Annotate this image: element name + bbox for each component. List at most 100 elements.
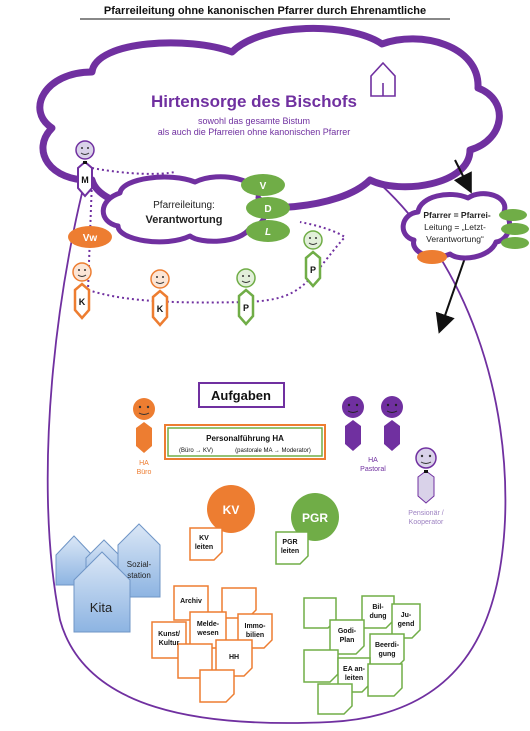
- side-oval-orange: [417, 250, 447, 264]
- beerd-label-1: Beerdi-: [375, 642, 400, 649]
- personnel-box-inner: [167, 427, 323, 457]
- pensionaer-label-1: Pensionär /: [408, 510, 443, 517]
- church-icon: [370, 61, 396, 97]
- godi-label-2: Plan: [340, 637, 355, 644]
- figure-ha-pastoral-2: [381, 396, 403, 451]
- smiley-icon: [303, 230, 323, 250]
- immo-label-2: bilien: [246, 632, 264, 639]
- smiley-icon: [415, 447, 437, 469]
- jugend-label-2: gend: [398, 621, 415, 628]
- pensionaer-label-2: Kooperator: [409, 519, 444, 526]
- figure-m: M: [75, 140, 95, 198]
- smiley-icon: [133, 398, 155, 420]
- smiley-icon: [150, 269, 170, 289]
- note-bildung: [361, 595, 395, 629]
- ea-label-2: leiten: [345, 675, 363, 682]
- leadership-line-1: Pfarreileitung:: [153, 200, 215, 211]
- team-dotted-connector: [86, 167, 347, 304]
- pgr-leiten-note: [275, 531, 309, 565]
- personnel-box-outer: [164, 424, 326, 460]
- note-green-blank-4: [317, 683, 353, 715]
- figure-ha-pastoral-1: [342, 396, 364, 451]
- bildung-label-2: dung: [369, 613, 386, 620]
- archiv-label: Archiv: [180, 598, 202, 605]
- cloud-title: Hirtensorge des Bischofs: [151, 92, 357, 111]
- note-green-blank-2: [303, 649, 339, 683]
- sozialstation-label-1: Sozial-: [127, 560, 152, 569]
- bishop-cloud: [36, 24, 503, 214]
- pgr-leiten-2: leiten: [281, 548, 299, 555]
- cloud-line-1: sowohl das gesamte Bistum: [198, 116, 310, 126]
- kv-circle-label: KV: [223, 503, 240, 517]
- figure-k2: K: [150, 269, 170, 327]
- ha-buero-label-2: Büro: [137, 469, 152, 476]
- kv-circle: [207, 485, 255, 533]
- kv-leiten-2: leiten: [195, 544, 213, 551]
- sozialstation-label-2: station: [127, 571, 151, 580]
- melde-label-2: wesen: [196, 630, 218, 637]
- personnel-title: Personalführung HA: [206, 434, 284, 443]
- pgr-leiten-1: PGR: [282, 539, 297, 546]
- smiley-icon: [75, 140, 95, 160]
- smiley-icon: [342, 396, 364, 418]
- building-kita: [73, 551, 131, 633]
- tasks-title: Aufgaben: [211, 388, 271, 403]
- side-oval-green-1: [499, 209, 527, 221]
- kv-leiten-1: KV: [199, 535, 209, 542]
- parish-area-outline: [46, 144, 507, 724]
- oval-v-label: V: [260, 181, 267, 192]
- figure-pensionaer: [415, 447, 437, 504]
- figure-k1: K: [72, 262, 92, 320]
- figure-ha-buero: [133, 398, 155, 453]
- figure-k2-label: K: [157, 304, 164, 314]
- ea-label-1: EA an-: [343, 666, 366, 673]
- kunst-label-2: Kultur: [159, 640, 180, 647]
- side-oval-green-2: [501, 223, 529, 235]
- arrow-to-side-cloud: [453, 159, 472, 194]
- oval-v: V: [241, 174, 285, 196]
- smiley-icon: [381, 396, 403, 418]
- pfarrer-line-3: Verantwortung“: [426, 234, 484, 244]
- side-oval-green-3: [501, 237, 529, 249]
- pgr-circle-label: PGR: [302, 511, 328, 525]
- kunst-label-1: Kunst/: [158, 631, 180, 638]
- smiley-icon: [72, 262, 92, 282]
- figure-m-label: M: [81, 175, 89, 185]
- jugend-label-1: Ju-: [401, 612, 412, 619]
- buildings-group: [55, 523, 161, 633]
- ha-buero-label-1: HA: [139, 460, 149, 467]
- kita-label: Kita: [90, 600, 113, 615]
- beerd-label-2: gung: [378, 651, 395, 658]
- note-godi: [329, 619, 365, 655]
- arrow-from-side-cloud: [435, 251, 468, 334]
- bildung-label-1: Bil-: [372, 604, 384, 611]
- page-title: Pfarreileitung ohne kanonischen Pfarrer …: [104, 5, 426, 17]
- ha-pastoral-label-2: Pastoral: [360, 466, 386, 473]
- figure-k1-label: K: [79, 297, 86, 307]
- note-blank-3: [199, 669, 235, 703]
- personnel-sub-1: (Büro → KV): [179, 448, 213, 454]
- leadership-line-2: Verantwortung: [145, 214, 222, 226]
- oval-d: D: [246, 197, 290, 219]
- pfarrer-line-1: Pfarrer = Pfarrei-: [423, 210, 490, 220]
- figure-p2: P: [303, 230, 323, 288]
- smiley-icon: [236, 268, 256, 288]
- oval-vw-label: Vw: [83, 233, 98, 244]
- figure-p2-label: P: [310, 265, 316, 275]
- note-green-blank-3: [367, 663, 403, 697]
- hh-label: HH: [229, 654, 239, 661]
- oval-l-label: L: [265, 227, 271, 238]
- immo-label-1: Immo-: [245, 623, 267, 630]
- cloud-line-2: als auch die Pfarreien ohne kanonischen …: [158, 127, 351, 137]
- kv-leiten-note: [189, 527, 223, 561]
- note-jugend: [391, 603, 421, 639]
- figure-p1-label: P: [243, 303, 249, 313]
- pgr-circle: [291, 493, 339, 541]
- godi-label-1: Godi-: [338, 628, 357, 635]
- green-notes: [303, 595, 421, 715]
- oval-l: L: [246, 220, 290, 242]
- pfarrer-cloud: [400, 191, 513, 261]
- oval-d-label: D: [264, 204, 271, 215]
- ha-pastoral-label-1: HA: [368, 457, 378, 464]
- melde-label-1: Melde-: [197, 621, 220, 628]
